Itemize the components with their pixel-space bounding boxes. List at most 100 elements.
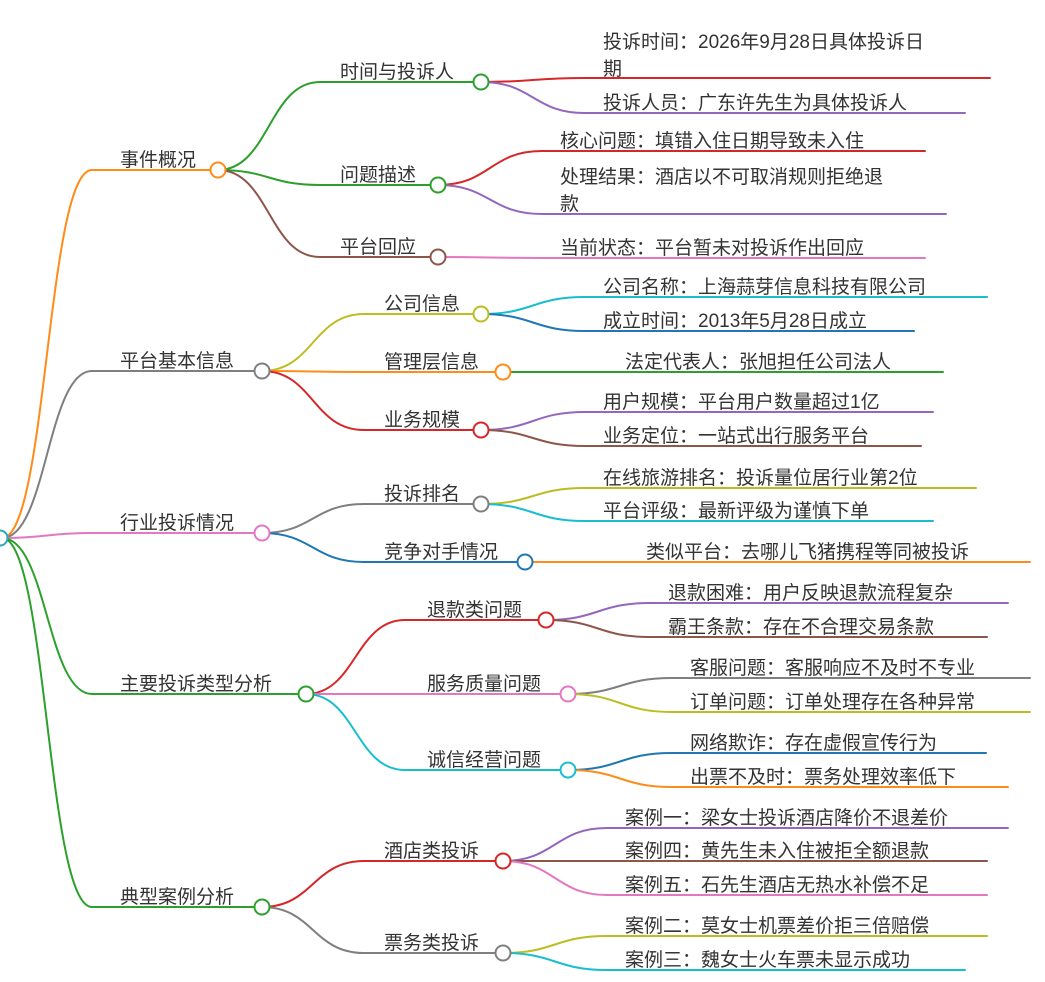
topic-edge-2-1 bbox=[261, 313, 365, 372]
topic-label-2-1: 公司信息 bbox=[384, 293, 460, 315]
topic-edge-1-2 bbox=[217, 169, 321, 186]
topic-label-1-3: 平台回应 bbox=[340, 236, 416, 258]
branch-edge-1 bbox=[1, 169, 93, 539]
branch-edge-2 bbox=[1, 370, 93, 539]
leaf-edge-1-2-1 bbox=[437, 150, 543, 186]
leaf-edge-2-3-2 bbox=[480, 429, 586, 447]
topic-label-4-1: 退款类问题 bbox=[427, 599, 522, 621]
branch-label-4: 主要投诉类型分析 bbox=[120, 673, 272, 695]
leaf-label-1-2-2: 处理结果：酒店以不可取消规则拒绝退 bbox=[560, 166, 883, 188]
leaf-label-4-3-2: 出票不及时：票务处理效率低下 bbox=[690, 766, 956, 788]
branch-node-1[interactable] bbox=[209, 161, 227, 179]
nodes-layer: 事件概况时间与投诉人投诉时间：2026年9月28日具体投诉日期投诉人员：广东许先… bbox=[0, 31, 975, 971]
branch-edge-3 bbox=[1, 532, 93, 539]
topic-edge-5-2 bbox=[261, 906, 365, 954]
topic-node-3-2[interactable] bbox=[516, 553, 534, 571]
topic-node-2-3[interactable] bbox=[472, 421, 490, 439]
leaf-label-1-3-1: 当前状态：平台暂未对投诉作出回应 bbox=[560, 237, 864, 259]
topic-label-2-2: 管理层信息 bbox=[384, 351, 479, 373]
leaf-label-4-1-2: 霸王条款：存在不合理交易条款 bbox=[668, 616, 934, 638]
leaf-label-2-2-1: 法定代表人：张旭担任公司法人 bbox=[625, 351, 891, 373]
branch-label-1: 事件概况 bbox=[120, 149, 196, 171]
topic-node-1-3[interactable] bbox=[429, 248, 447, 266]
leaf-edge-4-1-1 bbox=[545, 602, 651, 621]
topic-label-3-1: 投诉排名 bbox=[384, 483, 460, 505]
leaf-label-2-3-1: 用户规模：平台用户数量超过1亿 bbox=[603, 391, 880, 413]
topic-node-5-1[interactable] bbox=[494, 852, 512, 870]
topic-label-5-1: 酒店类投诉 bbox=[384, 840, 479, 862]
leaf-edge-1-2-2 bbox=[437, 184, 543, 215]
branch-node-4[interactable] bbox=[297, 685, 315, 703]
leaf-label-3-2-1: 类似平台：去哪儿飞猪携程等同被投诉 bbox=[646, 541, 969, 563]
leaf-label-5-2-1: 案例二：莫女士机票差价拒三倍赔偿 bbox=[625, 915, 929, 937]
branch-node-5[interactable] bbox=[253, 898, 271, 916]
topic-edge-1-1 bbox=[217, 81, 321, 171]
leaf-edge-2-1-1 bbox=[480, 296, 586, 315]
branch-node-2[interactable] bbox=[253, 362, 271, 380]
branch-edge-4 bbox=[1, 537, 93, 695]
leaf-label-5-1-3: 案例五：石先生酒店无热水补偿不足 bbox=[625, 874, 929, 896]
leaf-label-3-1-2: 平台评级：最新评级为谨慎下单 bbox=[603, 500, 869, 522]
leaf-edge-1-1-2 bbox=[480, 81, 586, 114]
topic-edge-3-2 bbox=[261, 532, 365, 563]
leaf-label-2-1-1: 公司名称：上海蒜芽信息科技有限公司 bbox=[603, 276, 926, 298]
topic-edge-2-3 bbox=[261, 370, 365, 431]
branch-label-3: 行业投诉情况 bbox=[120, 512, 234, 534]
leaf-label-5-1-2: 案例四：黄先生未入住被拒全额退款 bbox=[625, 840, 929, 862]
leaf-edge-5-2-1 bbox=[502, 935, 608, 954]
branch-label-5: 典型案例分析 bbox=[120, 886, 234, 908]
leaf-edge-4-2-1 bbox=[567, 677, 673, 695]
topic-edge-3-1 bbox=[261, 503, 365, 534]
leaf-edge-3-1-2 bbox=[480, 503, 586, 522]
topic-node-1-1[interactable] bbox=[472, 73, 490, 91]
leaf-label-2-3-2: 业务定位：一站式出行服务平台 bbox=[603, 425, 869, 447]
leaf-edge-5-1-1 bbox=[502, 827, 608, 862]
topic-node-5-2[interactable] bbox=[494, 944, 512, 962]
leaf-label-4-2-2: 订单问题：订单处理存在各种异常 bbox=[690, 691, 975, 713]
topic-edge-2-2 bbox=[261, 370, 365, 373]
topic-node-3-1[interactable] bbox=[472, 495, 490, 513]
leaf-edge-4-2-2 bbox=[567, 693, 673, 713]
topic-edge-1-3 bbox=[217, 169, 321, 258]
topic-label-3-2: 竞争对手情况 bbox=[384, 541, 498, 563]
topic-edge-4-1 bbox=[305, 619, 406, 695]
leaf-label-1-2-2: 款 bbox=[560, 193, 579, 215]
leaf-label-1-2-1: 核心问题：填错入住日期导致未入住 bbox=[560, 130, 864, 152]
leaf-label-4-1-1: 退款困难：用户反映退款流程复杂 bbox=[668, 582, 953, 604]
topic-label-4-2: 服务质量问题 bbox=[427, 673, 541, 695]
topic-node-4-2[interactable] bbox=[559, 685, 577, 703]
topic-label-2-3: 业务规模 bbox=[384, 409, 460, 431]
leaf-edge-5-1-3 bbox=[502, 860, 608, 896]
leaf-edge-3-1-1 bbox=[480, 487, 586, 505]
leaf-label-1-1-1: 投诉时间：2026年9月28日具体投诉日 bbox=[603, 31, 924, 53]
edges-layer bbox=[1, 77, 1031, 971]
leaf-label-5-2-2: 案例三：魏女士火车票未显示成功 bbox=[625, 949, 910, 971]
leaf-label-4-3-1: 网络欺诈：存在虚假宣传行为 bbox=[690, 732, 937, 754]
topic-node-1-2[interactable] bbox=[429, 176, 447, 194]
branch-node-3[interactable] bbox=[253, 524, 271, 542]
leaf-label-5-1-1: 案例一：梁女士投诉酒店降价不退差价 bbox=[625, 807, 948, 829]
leaf-label-1-1-1: 期 bbox=[603, 58, 622, 80]
leaf-edge-1-3-1 bbox=[437, 256, 543, 259]
root-node[interactable] bbox=[0, 529, 9, 547]
leaf-label-2-1-2: 成立时间：2013年5月28日成立 bbox=[603, 310, 867, 332]
topic-node-2-2[interactable] bbox=[494, 363, 512, 381]
topic-edge-5-1 bbox=[261, 860, 365, 908]
leaf-edge-4-3-1 bbox=[567, 752, 673, 771]
branch-label-2: 平台基本信息 bbox=[120, 350, 234, 372]
leaf-edge-2-1-2 bbox=[480, 313, 586, 332]
leaf-label-3-1-1: 在线旅游排名：投诉量位居行业第2位 bbox=[603, 467, 918, 489]
leaf-edge-5-2-2 bbox=[502, 952, 608, 971]
topic-label-1-2: 问题描述 bbox=[340, 164, 416, 186]
leaf-label-1-1-2: 投诉人员：广东许先生为具体投诉人 bbox=[603, 92, 907, 114]
leaf-edge-4-1-2 bbox=[545, 619, 651, 638]
topic-label-5-2: 票务类投诉 bbox=[384, 932, 479, 954]
branch-edge-5 bbox=[1, 537, 93, 908]
topic-label-4-3: 诚信经营问题 bbox=[427, 749, 541, 771]
topic-node-4-1[interactable] bbox=[537, 611, 555, 629]
leaf-edge-2-3-1 bbox=[480, 411, 586, 431]
leaf-edge-1-1-1 bbox=[480, 77, 586, 83]
topic-node-4-3[interactable] bbox=[559, 761, 577, 779]
topic-node-2-1[interactable] bbox=[472, 305, 490, 323]
